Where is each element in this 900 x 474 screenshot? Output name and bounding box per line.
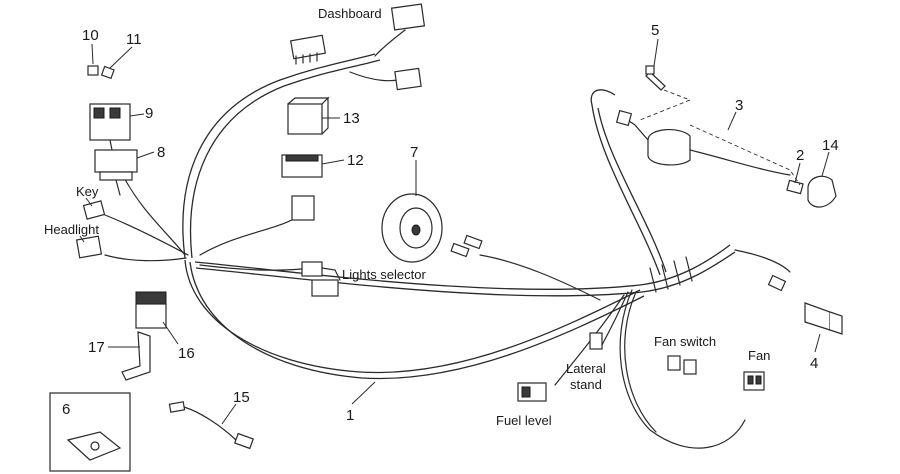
callout-15: 15	[233, 389, 250, 406]
relay-13	[287, 96, 330, 135]
callout-2: 2	[796, 147, 804, 164]
fuel-level-connector	[517, 382, 547, 402]
callout-1: 1	[346, 407, 354, 424]
callout-7: 7	[410, 144, 418, 161]
label-lateral-stand-line1: Lateral	[566, 361, 606, 376]
relay-holder-8	[94, 149, 138, 196]
leader-lines	[79, 38, 830, 425]
clip-nut-box-6	[49, 392, 131, 472]
fuse-holder-9	[89, 103, 131, 151]
relay-socket	[291, 195, 315, 221]
text-labels: Dashboard Key Headlight Lights selector …	[44, 6, 770, 428]
callout-13: 13	[343, 110, 360, 127]
label-lateral-stand-line2: stand	[570, 377, 602, 392]
callout-numbers: 10 11 9 8 13 12 7 5 3 2 14 4 1 15 16 17 …	[62, 22, 839, 424]
label-key: Key	[76, 184, 99, 199]
lateral-stand-connector	[589, 332, 603, 350]
bolt-5	[645, 65, 666, 91]
sensor-4	[767, 274, 843, 335]
cable-15	[168, 401, 254, 450]
label-dashboard: Dashboard	[318, 6, 382, 21]
headlight-connector	[75, 235, 103, 259]
horn-7	[381, 193, 443, 263]
callout-5: 5	[651, 22, 659, 39]
callout-11: 11	[126, 31, 142, 48]
dashboard-connectors	[289, 3, 426, 91]
main-wiring-harness	[104, 29, 791, 449]
label-fan: Fan	[748, 348, 770, 363]
label-headlight: Headlight	[44, 222, 99, 237]
callout-14: 14	[822, 137, 839, 154]
key-connector	[82, 200, 106, 220]
callout-3: 3	[735, 97, 743, 114]
callout-16: 16	[178, 345, 195, 362]
fan-switch-connectors	[667, 355, 697, 375]
callout-17: 17	[88, 339, 105, 356]
horn-terminals	[450, 234, 483, 258]
fan-connector	[743, 371, 765, 391]
callout-8: 8	[157, 144, 165, 161]
relay-16	[135, 291, 167, 329]
callout-4: 4	[810, 355, 818, 372]
fuse-10	[87, 65, 99, 76]
callout-12: 12	[347, 152, 364, 169]
ignition-coil-3	[615, 109, 791, 176]
label-fan-switch: Fan switch	[654, 334, 716, 349]
callout-6: 6	[62, 401, 70, 418]
relay-12	[281, 154, 323, 178]
lights-selector-connectors	[301, 261, 341, 297]
callout-9: 9	[145, 105, 153, 122]
callout-10: 10	[82, 27, 99, 44]
spark-plug-cap-14	[807, 175, 837, 208]
label-lights-selector: Lights selector	[342, 267, 426, 282]
bracket-17	[121, 331, 151, 381]
fuse-11	[100, 65, 115, 80]
label-fuel-level: Fuel level	[496, 413, 552, 428]
